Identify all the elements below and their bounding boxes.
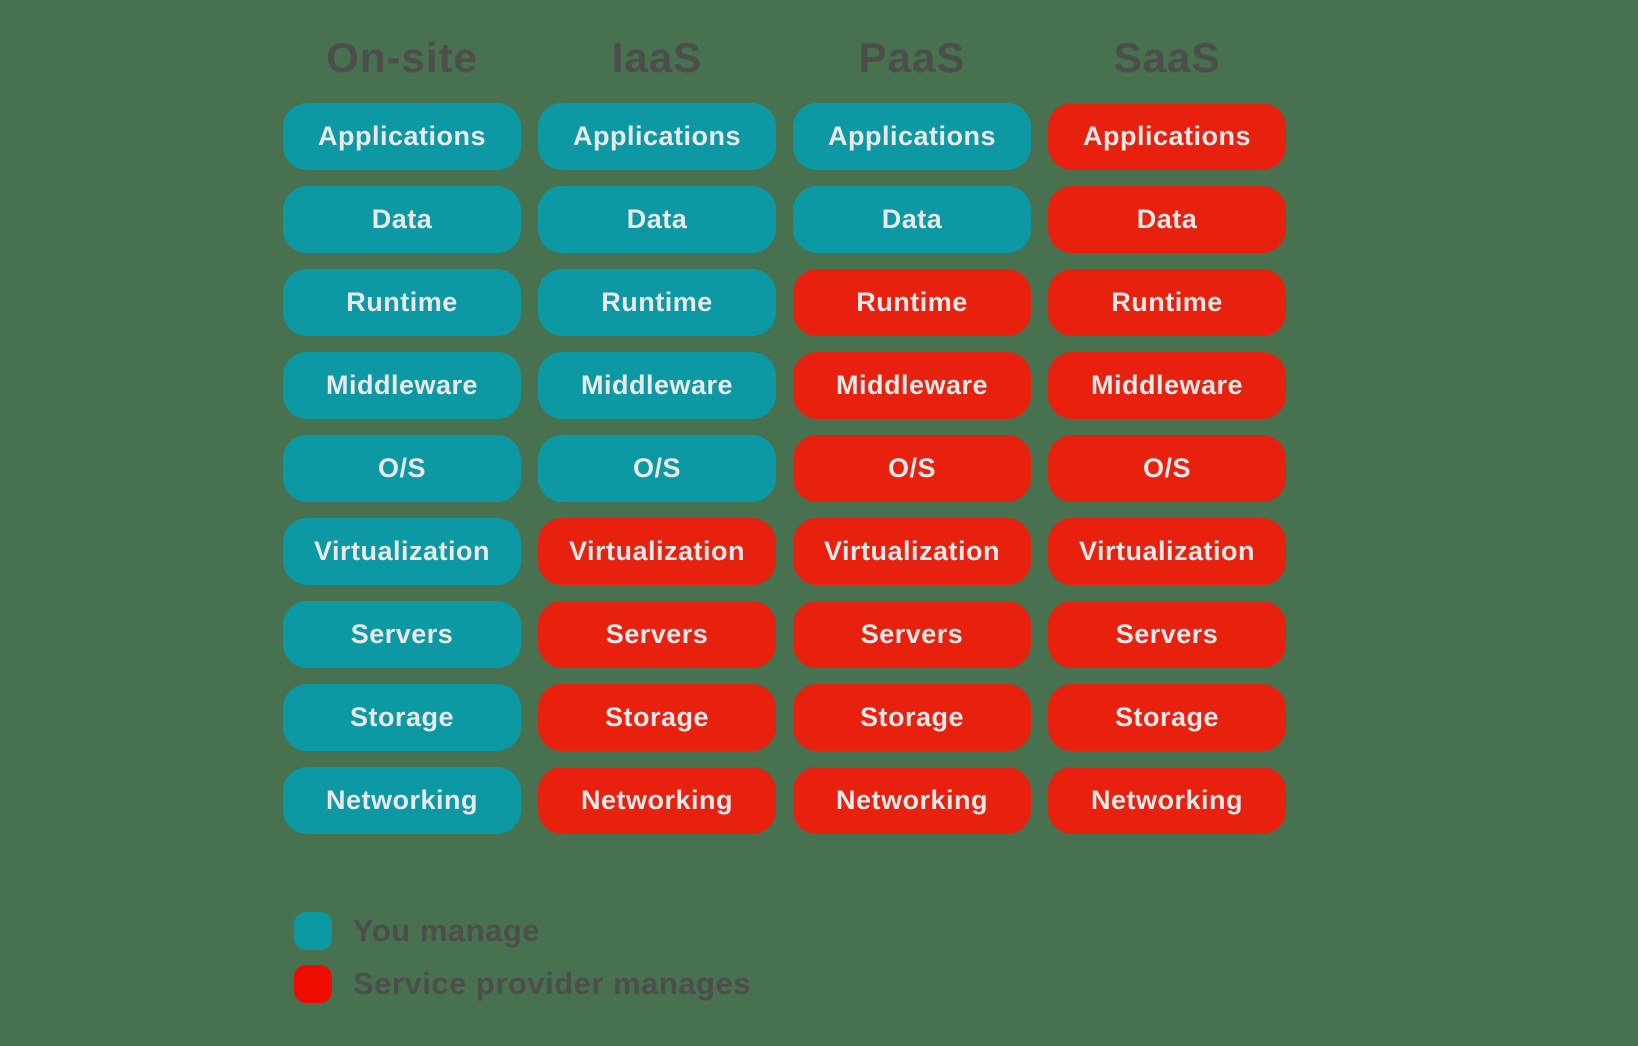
layer-pill-iaas-networking: Networking (538, 767, 776, 834)
column-header-saas: SaaS (1113, 33, 1221, 81)
layer-pill-iaas-virtualization: Virtualization (538, 518, 776, 585)
layer-pill-on-site-networking: Networking (283, 767, 521, 834)
layer-pill-on-site-servers: Servers (283, 601, 521, 668)
layer-pill-on-site-storage: Storage (283, 684, 521, 751)
layer-pill-paas-virtualization: Virtualization (793, 518, 1031, 585)
layer-pill-iaas-applications: Applications (538, 103, 776, 170)
layer-pill-saas-applications: Applications (1048, 103, 1286, 170)
layer-pill-paas-runtime: Runtime (793, 269, 1031, 336)
layer-pill-saas-o-s: O/S (1048, 435, 1286, 502)
layer-pill-paas-storage: Storage (793, 684, 1031, 751)
layer-pill-on-site-data: Data (283, 186, 521, 253)
layer-pill-on-site-virtualization: Virtualization (283, 518, 521, 585)
legend-row-service-provider-manages: Service provider manages (294, 965, 751, 1003)
layer-pill-on-site-o-s: O/S (283, 435, 521, 502)
layer-pill-saas-servers: Servers (1048, 601, 1286, 668)
layer-pill-iaas-middleware: Middleware (538, 352, 776, 419)
layer-pill-paas-networking: Networking (793, 767, 1031, 834)
layer-pill-on-site-runtime: Runtime (283, 269, 521, 336)
layer-pill-iaas-storage: Storage (538, 684, 776, 751)
layer-pill-paas-applications: Applications (793, 103, 1031, 170)
column-header-paas: PaaS (858, 33, 966, 81)
provider-manages-swatch-icon (294, 965, 332, 1003)
layer-pill-paas-o-s: O/S (793, 435, 1031, 502)
legend-label-you-manage: You manage (353, 913, 541, 948)
you-manage-swatch-icon (294, 912, 332, 950)
layer-pill-saas-virtualization: Virtualization (1048, 518, 1286, 585)
layer-pill-on-site-middleware: Middleware (283, 352, 521, 419)
layer-pill-paas-data: Data (793, 186, 1031, 253)
layer-pill-saas-middleware: Middleware (1048, 352, 1286, 419)
layer-pill-iaas-servers: Servers (538, 601, 776, 668)
legend-label-service-provider-manages: Service provider manages (353, 966, 751, 1001)
layer-pill-iaas-o-s: O/S (538, 435, 776, 502)
layer-pill-paas-middleware: Middleware (793, 352, 1031, 419)
layer-pill-paas-servers: Servers (793, 601, 1031, 668)
column-header-iaas: IaaS (611, 33, 703, 81)
layer-pill-saas-runtime: Runtime (1048, 269, 1286, 336)
layer-pill-saas-data: Data (1048, 186, 1286, 253)
legend-row-you-manage: You manage (294, 912, 751, 950)
column-header-on-site: On-site (326, 33, 478, 81)
layer-pill-saas-storage: Storage (1048, 684, 1286, 751)
layer-pill-saas-networking: Networking (1048, 767, 1286, 834)
layer-pill-iaas-runtime: Runtime (538, 269, 776, 336)
layer-pill-on-site-applications: Applications (283, 103, 521, 170)
layer-pill-iaas-data: Data (538, 186, 776, 253)
